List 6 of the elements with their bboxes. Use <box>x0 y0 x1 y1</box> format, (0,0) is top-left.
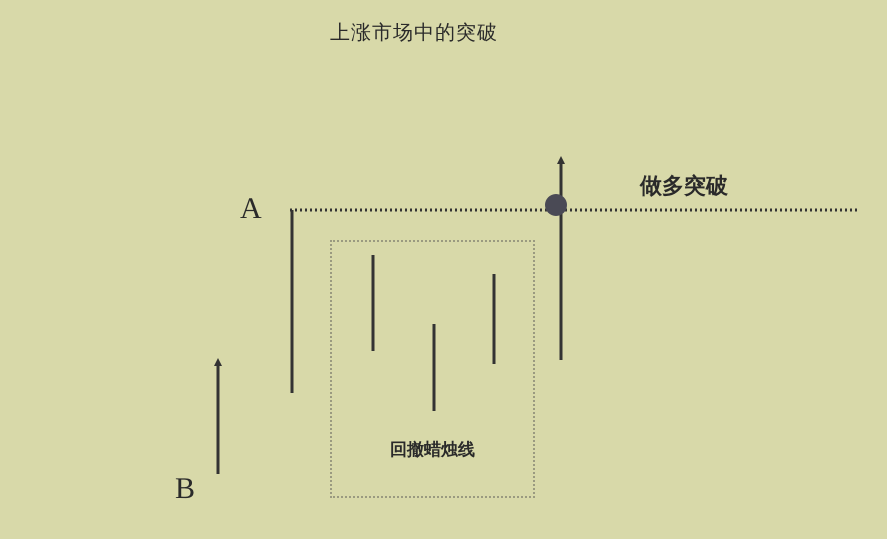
point-label: B <box>175 474 196 504</box>
box-label: 回撤蜡烛线 <box>389 442 476 459</box>
title: 上涨市场中的突破 <box>330 22 498 42</box>
breakout-label: 做多突破 <box>640 176 728 198</box>
pullback-box <box>330 240 535 498</box>
point-label: A <box>240 194 262 224</box>
